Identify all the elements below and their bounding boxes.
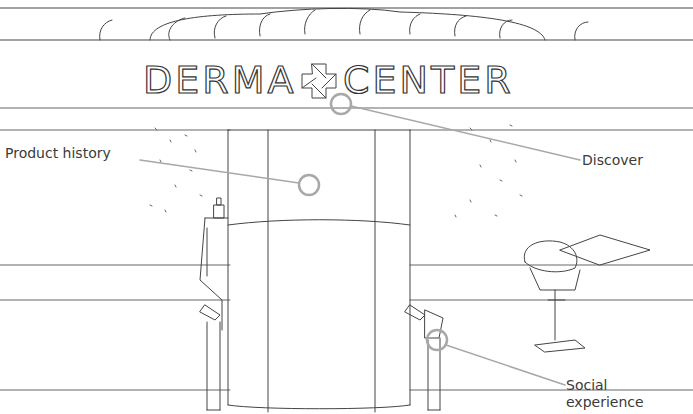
ceiling-line <box>0 8 693 40</box>
callout-circle <box>299 175 319 195</box>
column-base <box>228 405 410 409</box>
left-shelf <box>200 198 228 330</box>
left-stand <box>200 305 220 410</box>
leader-line <box>351 106 580 160</box>
callout-label: Social experience <box>566 377 656 411</box>
callout-label: Product history <box>5 145 155 162</box>
stool-back <box>560 235 650 265</box>
callout-label: Discover <box>582 152 682 169</box>
column <box>228 130 410 412</box>
callout-circle <box>427 330 447 350</box>
ceiling-cloud <box>150 8 545 40</box>
column-band <box>228 220 410 225</box>
leader-line <box>140 160 299 183</box>
wall-lines <box>0 108 693 390</box>
right-stand <box>405 305 443 410</box>
ceiling-ribs <box>100 10 588 40</box>
logo-cross <box>302 64 336 98</box>
sign-word: CENTER <box>343 60 563 100</box>
sign-word: DERMA <box>143 60 303 100</box>
bar-stool <box>524 241 585 352</box>
callouts <box>140 94 580 385</box>
leader-line <box>446 345 565 385</box>
wall-dots <box>150 125 522 217</box>
